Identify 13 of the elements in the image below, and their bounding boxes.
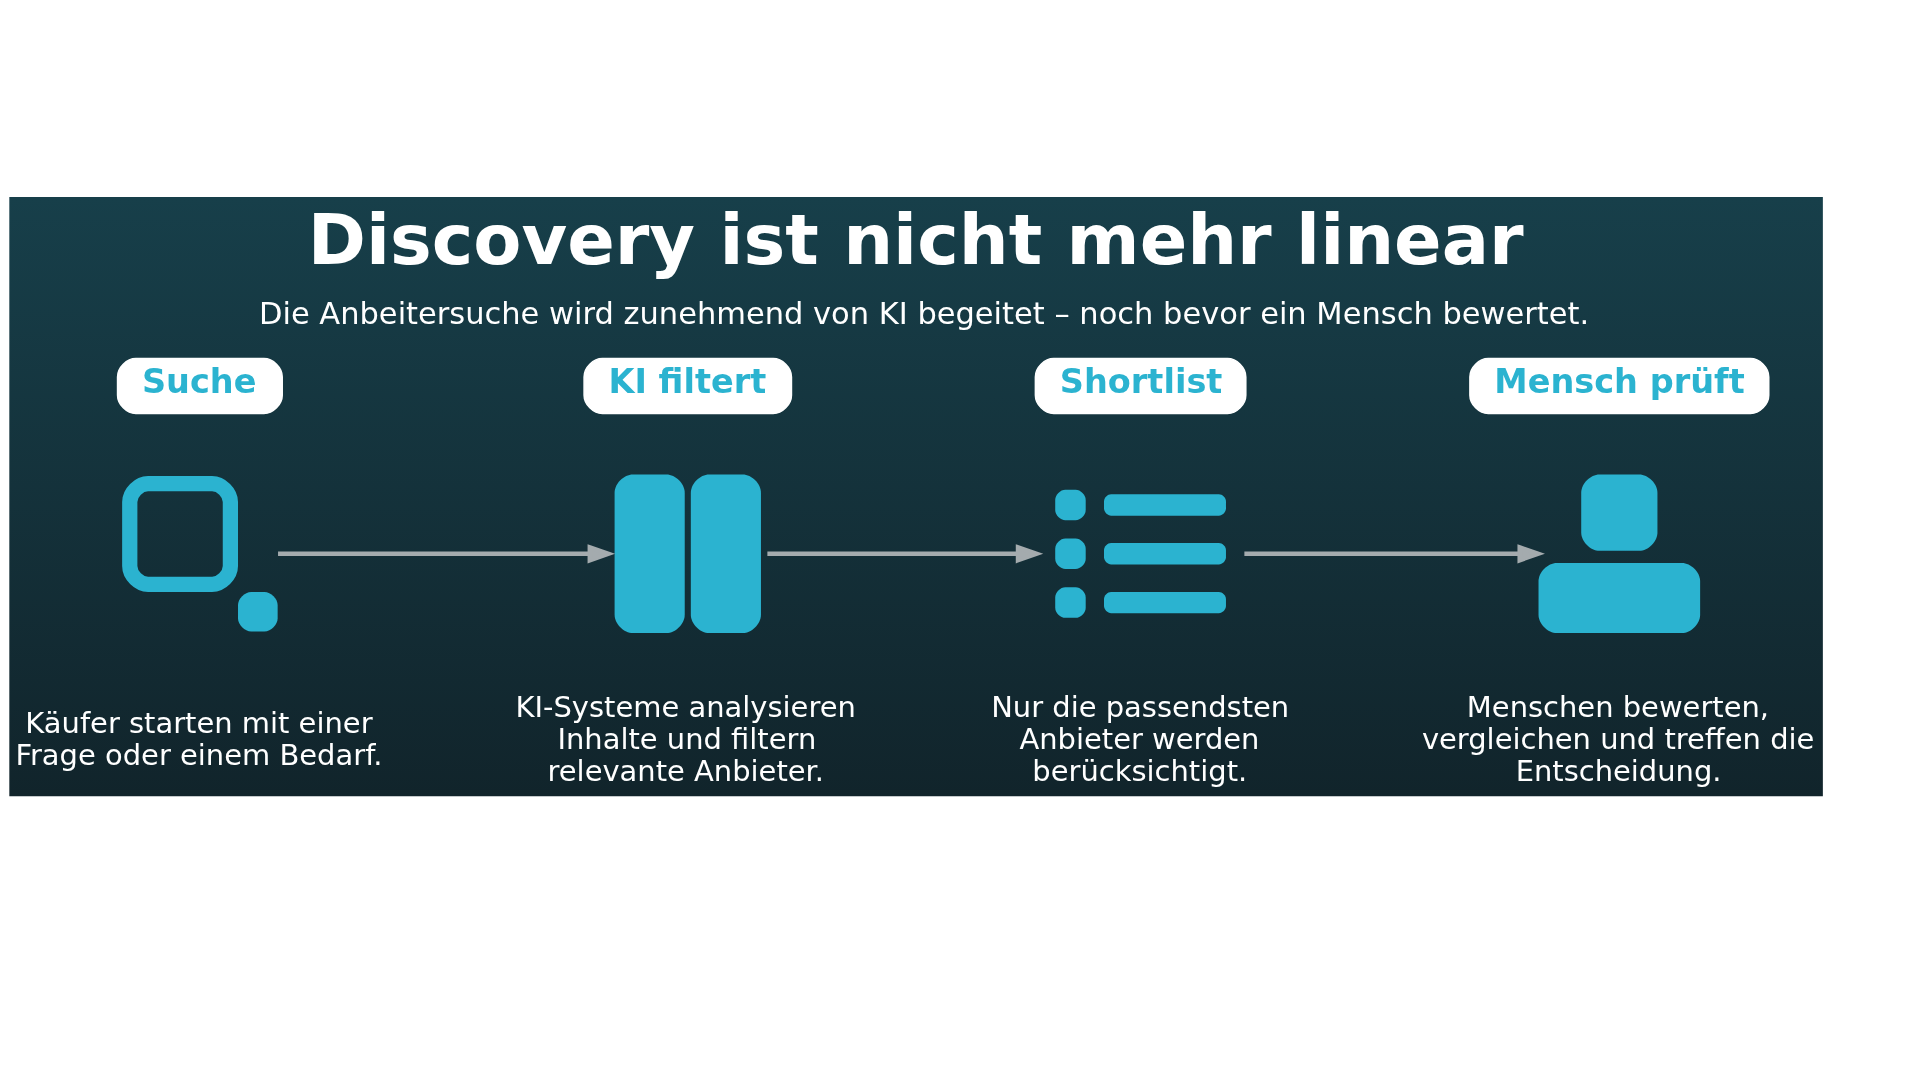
node-label: Käufer starten mit einer Frage oder einem Bedarf. [15,705,383,772]
node-box: Suche [116,357,283,414]
arrow [278,543,616,563]
node-label: KI-Systeme analysieren Inhalte und filtern relevante Anbieter. [515,689,856,788]
node-box: Shortlist [1034,357,1247,414]
node-box: KI filtert [583,357,793,414]
node-label: Nur die passendsten Anbieter werden berücksichtigt. [991,689,1290,788]
caption: Die Anbeitersuche wird zunehmend von KI begeitet – noch bevor ein Mensch bewertet. [258,295,1590,331]
arrow [1244,543,1545,563]
node-label: Menschen bewerten, vergleichen und treffen die Entscheidung. [1421,689,1815,788]
node-box: Mensch prüft [1469,357,1770,414]
diagram-title: Discovery ist nicht mehr linear [307,198,1524,281]
arrow [767,543,1044,563]
